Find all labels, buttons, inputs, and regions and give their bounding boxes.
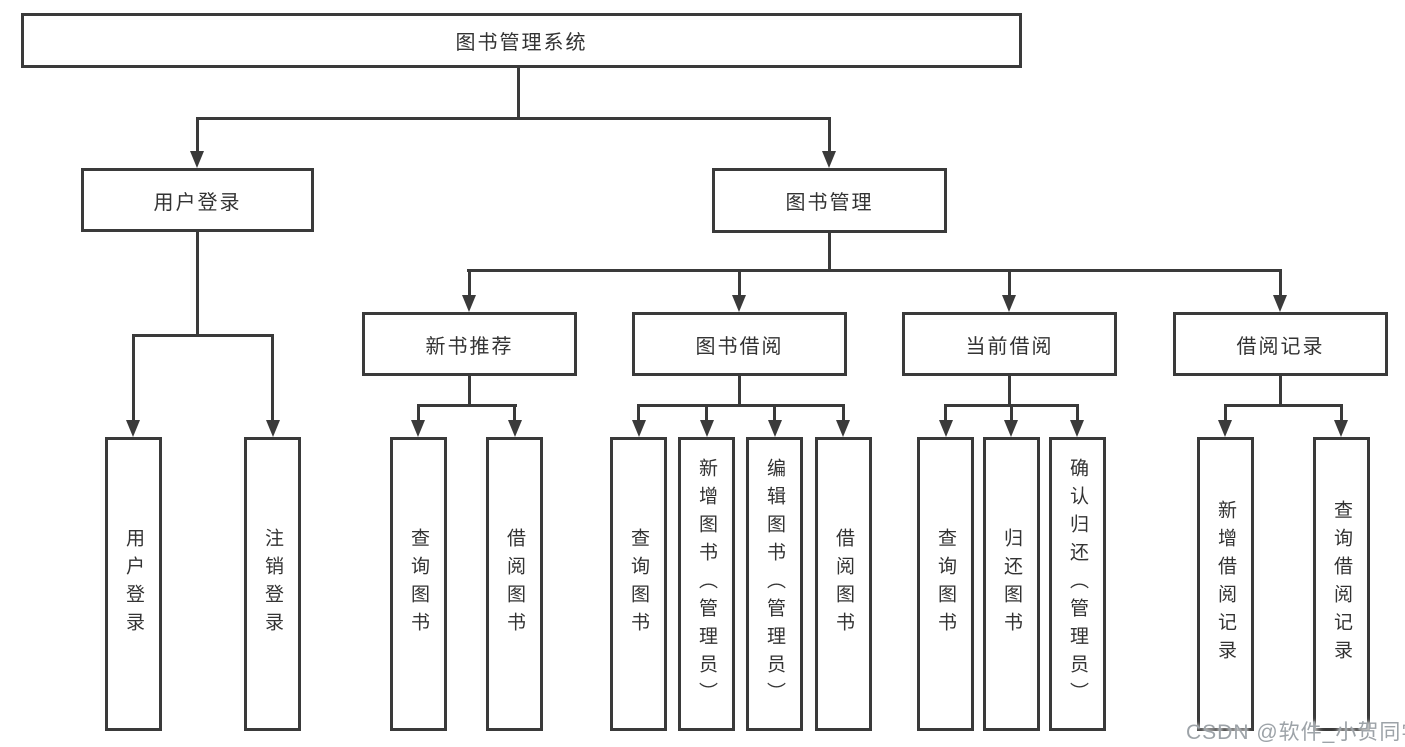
node-leaf-query-borrow-record-label: 查询借阅记录	[1331, 500, 1352, 668]
node-current-borrowing: 当前借阅	[902, 312, 1117, 376]
connector-split	[417, 404, 517, 407]
node-leaf-borrow-books-recommend-label: 借阅图书	[504, 528, 525, 640]
node-leaf-return-books-label: 归还图书	[1001, 528, 1022, 640]
arrowhead-down	[632, 420, 646, 437]
node-leaf-query-books-recommend: 查询图书	[390, 437, 447, 731]
connector-shaft	[468, 269, 471, 298]
connector-split	[1224, 404, 1343, 407]
node-leaf-query-books-borrowing-label: 查询图书	[628, 528, 649, 640]
node-book-borrowing: 图书借阅	[632, 312, 847, 376]
connector-shaft	[1076, 404, 1079, 423]
node-current-borrowing-label: 当前借阅	[965, 335, 1054, 358]
node-root: 图书管理系统	[21, 13, 1022, 68]
connector-level2-split	[196, 117, 831, 120]
arrowhead-down	[508, 420, 522, 437]
connector-shaft	[738, 269, 741, 298]
node-leaf-user-login-label: 用户登录	[123, 528, 144, 640]
connector-userlogin-down	[196, 229, 199, 337]
connector-split	[637, 404, 845, 407]
node-leaf-logout: 注销登录	[244, 437, 301, 731]
node-borrowing-records-label: 借阅记录	[1236, 335, 1325, 358]
connector-down	[1008, 374, 1011, 406]
node-leaf-user-login: 用户登录	[105, 437, 162, 731]
connector-shaft	[637, 404, 640, 423]
node-user-login: 用户登录	[81, 168, 314, 232]
node-leaf-confirm-return-admin-label: 确认归还（管理员）	[1067, 458, 1088, 710]
node-root-label: 图书管理系统	[455, 32, 588, 54]
connector-shaft	[773, 404, 776, 423]
node-leaf-return-books: 归还图书	[983, 437, 1040, 731]
node-leaf-query-borrow-record: 查询借阅记录	[1313, 437, 1370, 731]
connector-shaft	[271, 334, 274, 423]
arrowhead-down	[126, 420, 140, 437]
node-book-management-label: 图书管理	[785, 192, 874, 214]
arrowhead-down	[462, 295, 476, 312]
connector-down	[1279, 374, 1282, 406]
arrowhead-down	[1218, 420, 1232, 437]
connector-userlogin-split	[132, 334, 274, 337]
node-book-management: 图书管理	[712, 168, 947, 233]
node-leaf-edit-book-admin: 编辑图书（管理员）	[746, 437, 803, 731]
connector-down	[738, 374, 741, 406]
node-leaf-logout-label: 注销登录	[262, 528, 283, 640]
node-leaf-query-books-recommend-label: 查询图书	[408, 528, 429, 640]
connector-level3-split	[467, 269, 1282, 272]
node-new-book-recommend: 新书推荐	[362, 312, 577, 376]
arrowhead-down	[1002, 295, 1016, 312]
node-borrowing-records: 借阅记录	[1173, 312, 1388, 376]
connector-shaft	[705, 404, 708, 423]
node-leaf-edit-book-admin-label: 编辑图书（管理员）	[764, 458, 785, 710]
arrowhead-down	[768, 420, 782, 437]
arrowhead-down	[700, 420, 714, 437]
arrowhead-down	[1004, 420, 1018, 437]
connector-shaft	[417, 404, 420, 423]
arrowhead-down	[1070, 420, 1084, 437]
connector-shaft	[132, 334, 135, 423]
arrowhead-down	[190, 151, 204, 168]
node-leaf-borrow-books-label: 借阅图书	[833, 528, 854, 640]
arrowhead-down	[1334, 420, 1348, 437]
node-leaf-query-books-current-label: 查询图书	[935, 528, 956, 640]
connector-shaft	[944, 404, 947, 423]
node-leaf-confirm-return-admin: 确认归还（管理员）	[1049, 437, 1106, 731]
connector-shaft	[828, 117, 831, 154]
node-new-book-recommend-label: 新书推荐	[425, 335, 514, 358]
arrowhead-down	[836, 420, 850, 437]
node-leaf-query-books-current: 查询图书	[917, 437, 974, 731]
node-leaf-query-books-borrowing: 查询图书	[610, 437, 667, 731]
node-leaf-borrow-books-recommend: 借阅图书	[486, 437, 543, 731]
connector-bookmgmt-down	[828, 230, 831, 272]
connector-shaft	[1008, 269, 1011, 298]
arrowhead-down	[411, 420, 425, 437]
arrowhead-down	[266, 420, 280, 437]
node-leaf-add-book-admin-label: 新增图书（管理员）	[696, 458, 717, 710]
node-leaf-borrow-books: 借阅图书	[815, 437, 872, 731]
arrowhead-down	[822, 151, 836, 168]
node-user-login-label: 用户登录	[153, 191, 242, 214]
node-leaf-add-borrow-record: 新增借阅记录	[1197, 437, 1254, 731]
connector-shaft	[1340, 404, 1343, 423]
watermark: CSDN @软件_小贺同学	[1186, 721, 1405, 744]
node-book-borrowing-label: 图书借阅	[695, 335, 784, 358]
node-leaf-add-book-admin: 新增图书（管理员）	[678, 437, 735, 731]
connector-shaft	[1279, 269, 1282, 298]
arrowhead-down	[1273, 295, 1287, 312]
connector-shaft	[1010, 404, 1013, 423]
connector-shaft	[196, 117, 199, 154]
arrowhead-down	[732, 295, 746, 312]
connector-shaft	[513, 404, 516, 423]
connector-shaft	[842, 404, 845, 423]
connector-root-down	[517, 65, 520, 120]
node-leaf-add-borrow-record-label: 新增借阅记录	[1215, 500, 1236, 668]
arrowhead-down	[939, 420, 953, 437]
connector-down	[468, 374, 471, 406]
connector-shaft	[1224, 404, 1227, 423]
